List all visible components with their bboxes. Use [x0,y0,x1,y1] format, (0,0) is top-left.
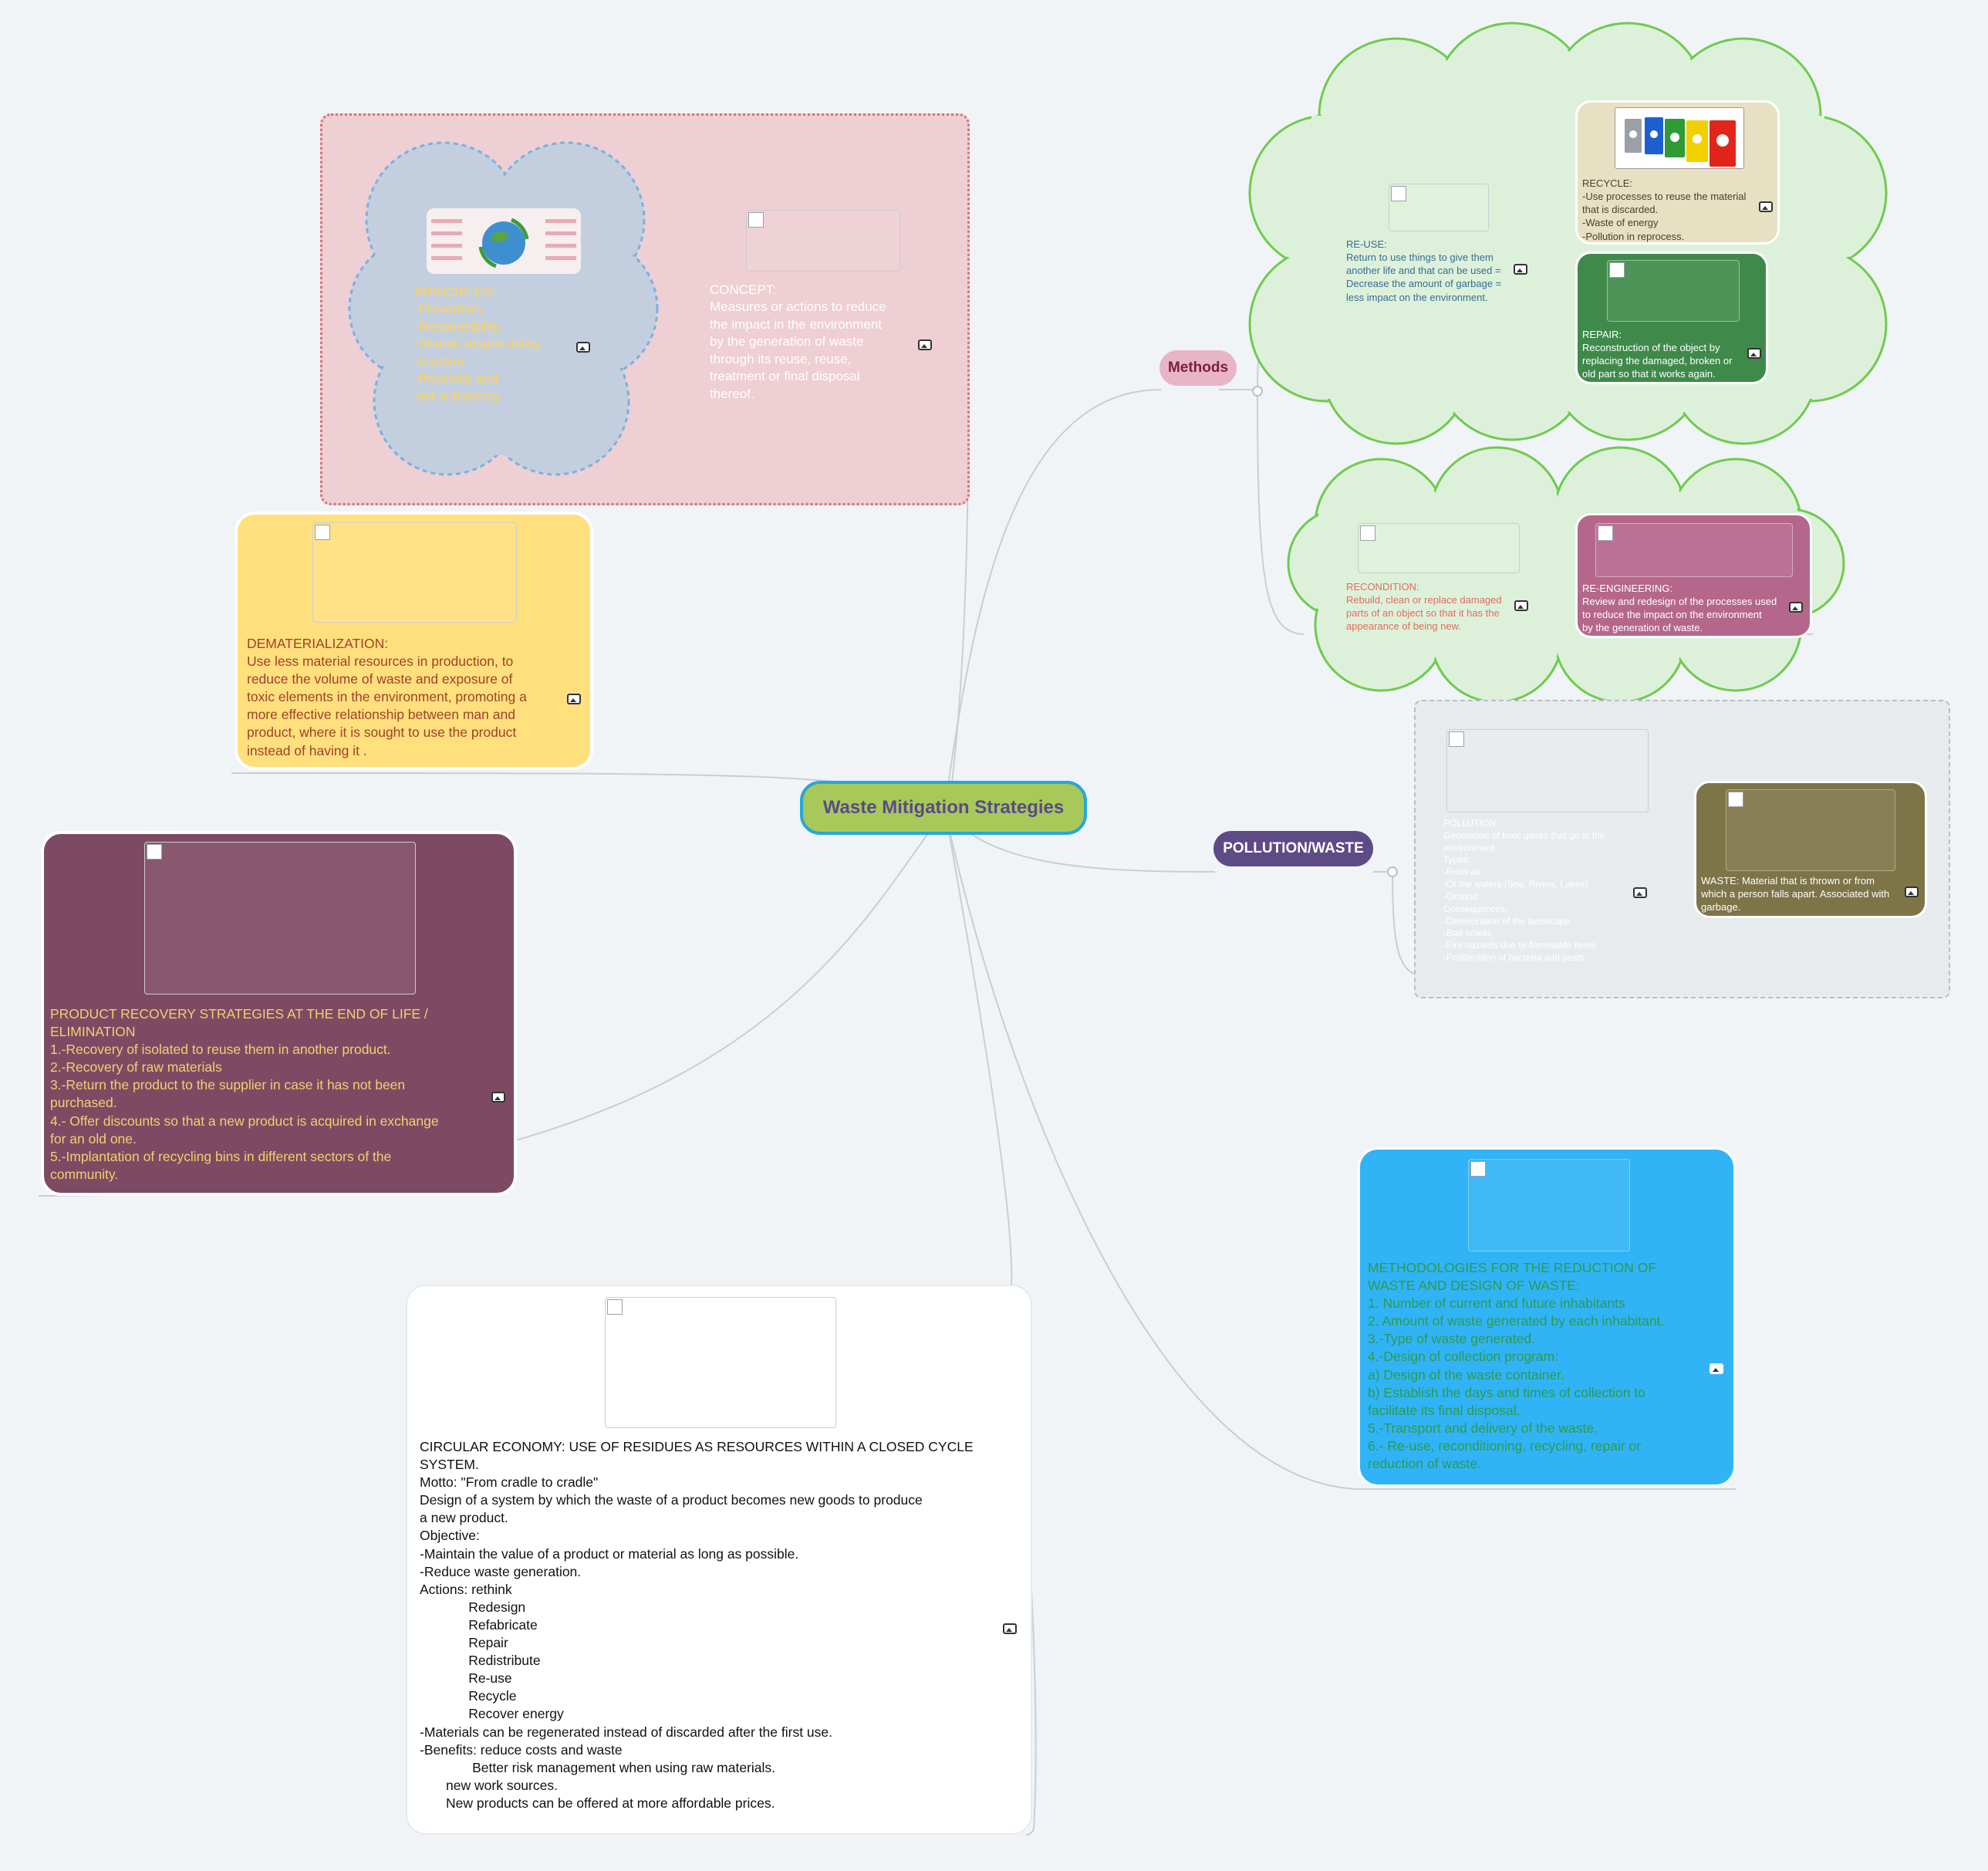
repair-text: REPAIR: Reconstruction of the object by … [1582,329,1733,380]
waste-text: WASTE: Material that is thrown or from w… [1701,875,1890,914]
methodologies-image-placeholder [1468,1159,1630,1251]
image-icon[interactable] [576,342,590,353]
reengineering-text: RE-ENGINEERING: Review and redesign of t… [1582,583,1777,634]
recycle-text: RECYCLE: -Use processes to reuse the mat… [1582,177,1747,242]
recycle-bins-icon [1625,117,1736,167]
methodologies-text: METHODOLOGIES FOR THE REDUCTION OF WASTE… [1368,1260,1665,1472]
image-icon[interactable] [1514,600,1528,611]
dematerialization-text: DEMATERIALIZATION: Use less material res… [247,636,527,758]
methodologies-node[interactable]: METHODOLOGIES FOR THE REDUCTION OF WASTE… [1358,1147,1736,1487]
circular-economy-node[interactable]: CIRCULAR ECONOMY: USE OF RESIDUES AS RES… [406,1285,1032,1835]
repair-node[interactable]: REPAIR: Reconstruction of the object by … [1575,252,1768,384]
reuse-image-placeholder [1389,184,1489,231]
image-icon[interactable] [1759,201,1773,212]
connector-dot [1252,386,1263,397]
product-recovery-node[interactable]: PRODUCT RECOVERY STRATEGIES AT THE END O… [41,831,517,1196]
concept-text: CONCEPT: Measures or actions to reduce t… [710,282,886,401]
recycle-node[interactable]: RECYCLE: -Use processes to reuse the mat… [1575,100,1780,245]
dematerialization-node[interactable]: DEMATERIALIZATION: Use less material res… [235,512,593,770]
image-icon[interactable] [1747,348,1761,359]
connector-methodologies [944,809,1736,1490]
product-recovery-image-placeholder [144,842,416,995]
principles-image [427,208,581,274]
reengineering-image-placeholder [1595,523,1793,577]
image-icon[interactable] [1003,1623,1017,1634]
dematerialization-image-placeholder [312,522,517,623]
connector-group-bottom [1257,389,1305,635]
recycle-globe-icon [427,208,581,274]
image-icon[interactable] [567,694,581,704]
circular-economy-text: CIRCULAR ECONOMY: USE OF RESIDUES AS RES… [420,1439,974,1811]
waste-node[interactable]: WASTE: Material that is thrown or from w… [1694,781,1927,918]
image-icon[interactable] [1514,264,1527,275]
connector-dot [1547,631,1558,642]
image-icon[interactable] [1633,887,1647,898]
reuse-text: RE-USE: Return to use things to give the… [1346,238,1502,303]
pollution-branch[interactable]: POLLUTION/WASTE [1213,831,1373,866]
recycle-bins-image [1615,107,1744,169]
central-topic[interactable]: Waste Mitigation Strategies [800,781,1087,835]
image-icon[interactable] [918,339,932,350]
connector-methods [944,389,1162,807]
waste-image-placeholder [1726,789,1895,871]
pollution-text: POLLUTION: Generation of toxic gases tha… [1443,818,1605,964]
circular-economy-image-placeholder [605,1297,836,1428]
repair-image-placeholder [1607,260,1740,322]
reengineering-node[interactable]: RE-ENGINEERING: Review and redesign of t… [1575,513,1812,638]
image-icon[interactable] [1905,887,1919,897]
principles-text: PRINCIPLES: -Prevention. -Responsibility… [414,285,543,404]
concept-image-placeholder [746,210,900,272]
recondition-image-placeholder [1358,523,1520,573]
image-icon[interactable] [1789,602,1803,613]
connector-dot [1387,866,1398,877]
pollution-image-placeholder [1446,729,1649,812]
connector-group-top [1257,304,1305,390]
methods-branch[interactable]: Methods [1159,350,1237,386]
image-icon[interactable] [1710,1363,1723,1374]
product-recovery-text: PRODUCT RECOVERY STRATEGIES AT THE END O… [50,1006,439,1182]
connector-dot [1547,302,1558,312]
image-icon[interactable] [491,1092,505,1103]
recondition-text: RECONDITION: Rebuild, clean or replace d… [1346,581,1502,633]
